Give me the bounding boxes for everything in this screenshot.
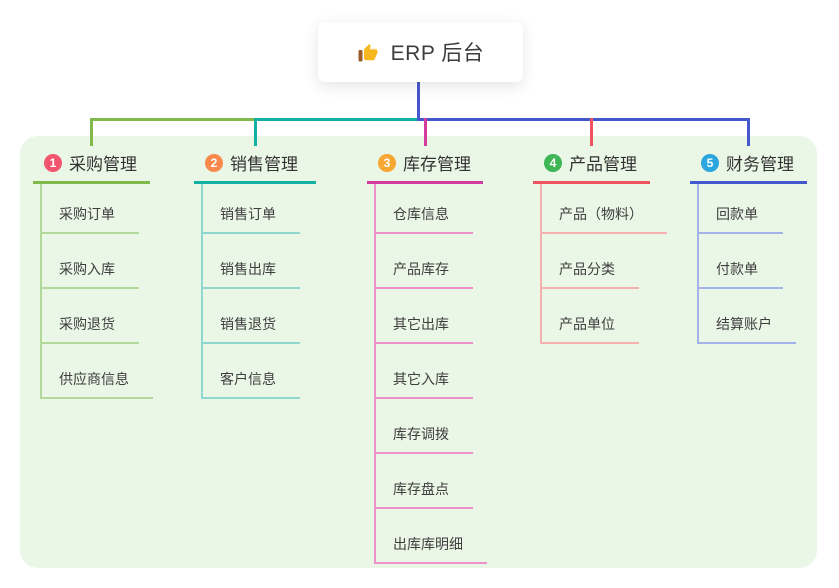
branch-header[interactable]: 2 销售管理 [194,148,316,184]
branch-number-badge: 4 [544,153,562,172]
root-title: ERP 后台 [390,42,485,65]
branch-column-2: 2 销售管理 销售订单销售出库销售退货客户信息 [194,148,316,399]
child-node[interactable]: 回款单 [699,184,783,234]
branch-column-5: 5 财务管理 回款单付款单结算账户 [690,148,807,344]
child-node[interactable]: 采购退货 [42,289,139,344]
child-node[interactable]: 客户信息 [203,344,300,399]
child-node[interactable]: 仓库信息 [376,184,473,234]
connector-bus-segment [256,118,417,121]
child-node[interactable]: 付款单 [699,234,783,289]
branch-label: 销售管理 [230,155,298,174]
child-node[interactable]: 产品分类 [542,234,639,289]
branch-header[interactable]: 3 库存管理 [367,148,483,184]
child-node[interactable]: 供应商信息 [42,344,153,399]
child-label: 供应商信息 [59,371,129,387]
branch-children: 产品（物料） 产品分类产品单位 [540,184,667,344]
thumbs-up-icon [358,44,378,62]
child-node[interactable]: 出库库明细 [376,509,487,564]
branch-number-badge: 3 [378,153,396,172]
branches-panel [20,136,817,568]
connector-bus-segment [417,118,750,121]
child-node[interactable]: 库存调拨 [376,399,473,454]
branch-children: 采购订单采购入库采购退货供应商信息 [40,184,153,399]
child-label: 采购退货 [59,316,115,332]
child-label: 销售退货 [220,316,276,332]
branch-label: 产品管理 [569,155,637,174]
branch-children: 回款单付款单结算账户 [697,184,796,344]
branch-drop-line [423,118,427,146]
child-label: 产品库存 [393,261,449,277]
child-node[interactable]: 其它入库 [376,344,473,399]
branch-column-3: 3 库存管理 仓库信息产品库存其它出库其它入库库存调拨库存盘点出库库明细 [367,148,487,564]
child-node[interactable]: 库存盘点 [376,454,473,509]
child-node[interactable]: 采购订单 [42,184,139,234]
child-node[interactable]: 销售订单 [203,184,300,234]
branch-header[interactable]: 5 财务管理 [690,148,807,184]
branch-label: 库存管理 [403,155,471,174]
child-label: 库存调拨 [393,426,449,442]
branch-label: 财务管理 [726,155,794,174]
child-node[interactable]: 产品库存 [376,234,473,289]
child-label: 仓库信息 [393,206,449,222]
child-node[interactable]: 产品（物料） [542,184,667,234]
child-label: 采购入库 [59,261,115,277]
branch-drop-line [90,118,93,146]
branch-number-badge: 1 [44,153,62,172]
branch-number-badge: 2 [205,153,223,172]
child-label: 销售出库 [220,261,276,277]
child-node[interactable]: 销售退货 [203,289,300,344]
child-label: 其它出库 [393,316,449,332]
branch-drop-line [590,118,593,146]
root-node[interactable]: ERP 后台 [318,22,523,82]
connector-trunk [417,82,420,121]
branch-number-badge: 5 [701,153,719,172]
branch-column-4: 4 产品管理 产品（物料） 产品分类产品单位 [533,148,667,344]
child-label: 采购订单 [59,206,115,222]
branch-drop-line [747,118,750,146]
child-label: 其它入库 [393,371,449,387]
child-label: 客户信息 [220,371,276,387]
connector-bus-segment [90,118,257,121]
branch-column-1: 1 采购管理 采购订单采购入库采购退货供应商信息 [33,148,153,399]
branch-drop-line [253,118,257,146]
branch-header[interactable]: 1 采购管理 [33,148,150,184]
branch-children: 仓库信息产品库存其它出库其它入库库存调拨库存盘点出库库明细 [374,184,487,564]
child-label: 回款单 [716,206,758,222]
branch-header[interactable]: 4 产品管理 [533,148,650,184]
child-node[interactable]: 产品单位 [542,289,639,344]
branch-label: 采购管理 [69,155,137,174]
branch-children: 销售订单销售出库销售退货客户信息 [201,184,300,399]
child-node[interactable]: 采购入库 [42,234,139,289]
child-node[interactable]: 销售出库 [203,234,300,289]
child-label: 付款单 [716,261,758,277]
child-node[interactable]: 结算账户 [699,289,796,344]
child-label: 结算账户 [716,316,772,332]
child-label: 产品（物料） [559,206,643,222]
child-label: 销售订单 [220,206,276,222]
child-label: 产品单位 [559,316,615,332]
child-label: 库存盘点 [393,481,449,497]
child-node[interactable]: 其它出库 [376,289,473,344]
child-label: 出库库明细 [393,536,463,552]
child-label: 产品分类 [559,261,615,277]
